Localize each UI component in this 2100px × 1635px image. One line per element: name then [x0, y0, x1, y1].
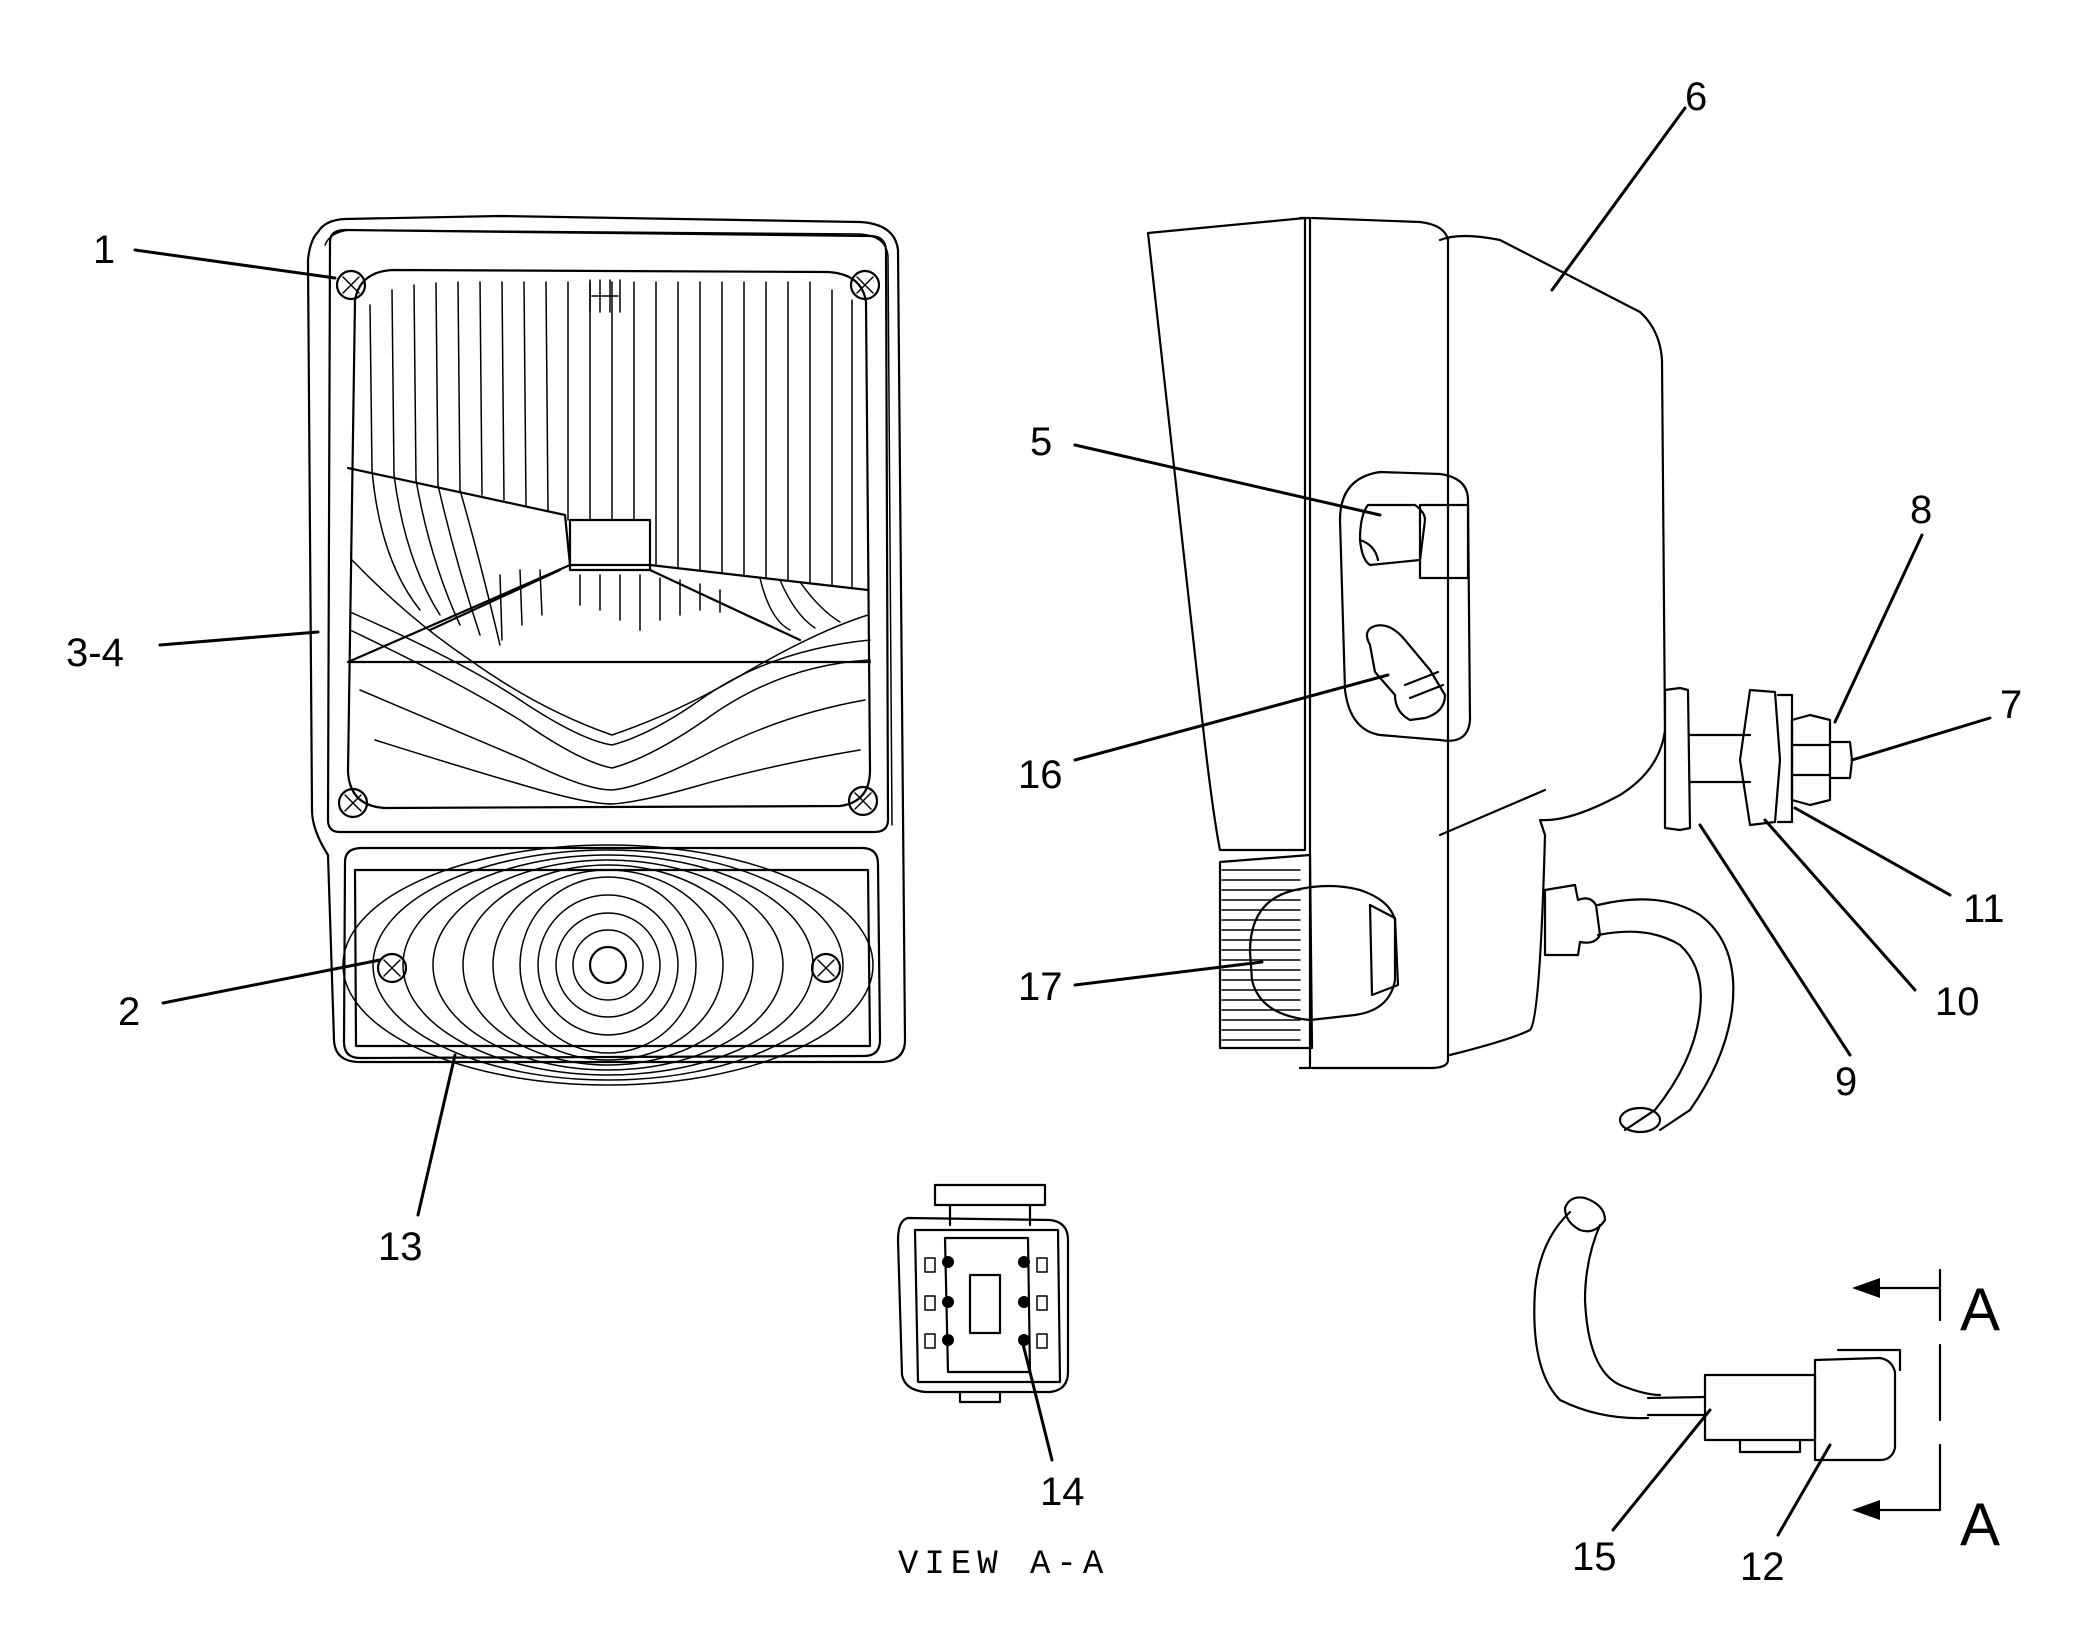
connector-face-view: [896, 1183, 1070, 1404]
section-mark-top: A: [1960, 1276, 2000, 1343]
callout-14: 14: [1040, 1470, 1085, 1514]
callout-8: 8: [1910, 488, 1932, 532]
screw-icon: [335, 269, 881, 819]
connector-side-view: [1533, 1196, 1942, 1520]
section-mark-bottom: A: [1960, 1491, 2000, 1558]
callout-1: 1: [93, 228, 115, 272]
callout-3-4: 3-4: [66, 631, 124, 675]
callout-12: 12: [1740, 1545, 1785, 1589]
callout-10: 10: [1935, 980, 1980, 1024]
screw-icon: [376, 952, 842, 984]
callout-15: 15: [1572, 1535, 1617, 1579]
callout-7: 7: [2000, 683, 2022, 727]
view-label: VIEW A-A: [898, 1546, 1109, 1584]
callout-13: 13: [378, 1225, 423, 1269]
callout-labels: 1 3-4 2 13 5 6 7 8 11 10 9 16 17 14 15 1…: [66, 75, 2022, 1589]
callout-9: 9: [1835, 1060, 1857, 1104]
callout-11: 11: [1963, 887, 2005, 931]
turn-signal-rings: [342, 844, 874, 1086]
knurling: [1221, 869, 1301, 1041]
front-view-lamp: [306, 214, 907, 1086]
callout-6: 6: [1685, 75, 1707, 119]
side-view-lamp: [1146, 216, 1854, 1134]
lens-ribs: [349, 279, 871, 805]
connector-pins: [924, 1256, 1048, 1349]
callout-2: 2: [118, 990, 140, 1034]
callout-17: 17: [1018, 965, 1063, 1009]
leader-lines: [133, 106, 1992, 1537]
callout-16: 16: [1018, 753, 1063, 797]
callout-5: 5: [1030, 420, 1052, 464]
